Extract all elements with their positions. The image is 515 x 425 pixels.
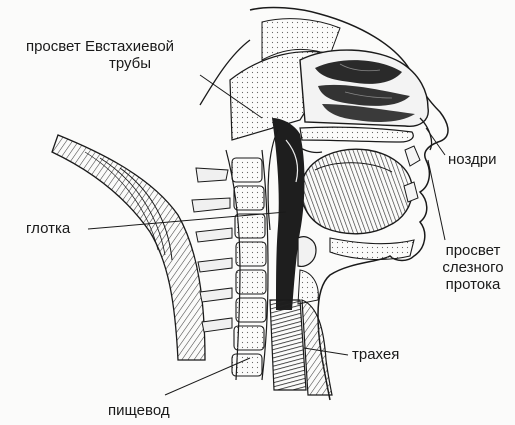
trachea-label: трахея (352, 346, 399, 363)
eustachian-label-line2: трубы (2, 55, 198, 72)
eustachian-label-line1: просвет Евстахиевой (2, 38, 198, 55)
larynx (298, 237, 318, 304)
esophagus-label: пищевод (108, 402, 170, 419)
lacrimal-label-line1: просвет (432, 242, 514, 259)
lacrimal-label-line2: слезного (432, 259, 514, 276)
neck-back-muscles (52, 135, 205, 360)
nostrils-leader (426, 128, 445, 155)
nostrils-label: ноздри (448, 151, 496, 168)
lacrimal-label-line3: протока (432, 276, 514, 293)
esophagus-trachea (270, 300, 332, 395)
tongue (301, 146, 420, 259)
lacrimal-leader (428, 160, 445, 240)
pharynx-label: глотка (26, 220, 70, 237)
eustachian-label: просвет Евстахиевой трубы (2, 38, 198, 72)
lacrimal-label: просвет слезного протока (432, 242, 514, 293)
